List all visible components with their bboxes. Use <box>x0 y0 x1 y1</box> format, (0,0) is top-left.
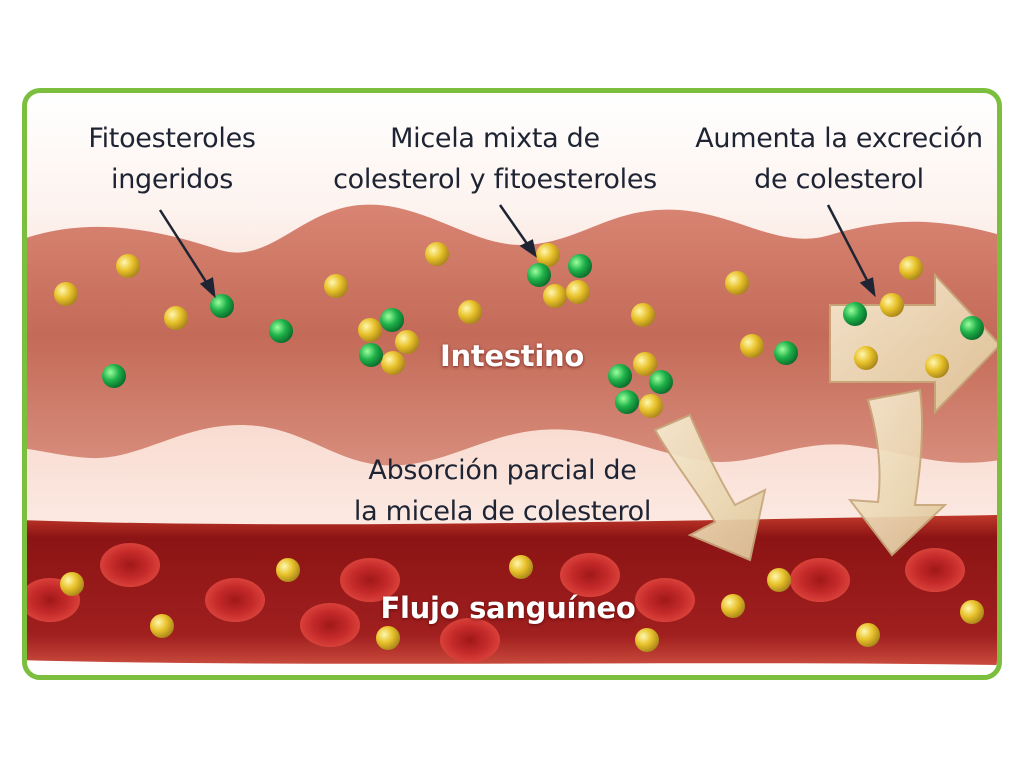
phytosterol-particle <box>568 254 592 278</box>
label-line: la micela de colesterol <box>353 496 652 527</box>
label-partial-absorption: Absorción parcial de la micela de colest… <box>330 450 675 532</box>
cholesterol-particle <box>566 280 590 304</box>
red-blood-cell <box>100 543 160 587</box>
cholesterol-particle <box>324 274 348 298</box>
arrowhead-icon <box>519 239 537 258</box>
label-intestine: Intestino <box>440 339 584 373</box>
excretion-pointer <box>826 204 872 287</box>
cholesterol-particle <box>395 330 419 354</box>
phytosterol-particle <box>774 341 798 365</box>
cholesterol-particle <box>635 628 659 652</box>
red-blood-cell <box>440 618 500 662</box>
label-line: ingeridos <box>111 164 233 195</box>
sterol-particles <box>54 242 984 652</box>
red-blood-cell <box>905 548 965 592</box>
phytosterol-particle <box>527 263 551 287</box>
phytosterol-particle <box>843 302 867 326</box>
label-ingested-phytosterols: Fitoesteroles ingeridos <box>72 118 272 200</box>
cholesterol-particle <box>899 256 923 280</box>
phytosterol-particle <box>960 316 984 340</box>
absorption-arrow <box>653 413 767 562</box>
red-blood-cell <box>205 578 265 622</box>
cholesterol-particle <box>925 354 949 378</box>
ingested-pointer <box>158 209 212 289</box>
arrowhead-icon <box>859 277 876 298</box>
cholesterol-particle <box>543 284 567 308</box>
cholesterol-particle <box>509 555 533 579</box>
cholesterol-particle <box>381 351 405 375</box>
cholesterol-particle <box>725 271 749 295</box>
cholesterol-particle <box>631 303 655 327</box>
red-blood-cell <box>560 553 620 597</box>
cholesterol-particle <box>150 614 174 638</box>
red-blood-cell <box>790 558 850 602</box>
excretion-arrow <box>829 272 997 415</box>
phytosterol-particle <box>102 364 126 388</box>
phytosterol-particle <box>649 370 673 394</box>
arrowhead-icon <box>199 277 216 299</box>
blood-vessel <box>27 515 997 665</box>
pointer-arrows <box>158 204 876 299</box>
cholesterol-particle <box>276 558 300 582</box>
cholesterol-particle <box>425 242 449 266</box>
cholesterol-particle <box>721 594 745 618</box>
cholesterol-particle <box>854 346 878 370</box>
cholesterol-particle <box>633 352 657 376</box>
label-line: Fitoesteroles <box>88 123 256 154</box>
cholesterol-particle <box>740 334 764 358</box>
intestine <box>27 204 997 466</box>
label-mixed-micelle: Micela mixta de colesterol y fitoesterol… <box>315 118 675 200</box>
phytosterol-particle <box>269 319 293 343</box>
cholesterol-particle <box>376 626 400 650</box>
cholesterol-particle <box>880 293 904 317</box>
red-blood-cell <box>635 578 695 622</box>
cholesterol-particle <box>164 306 188 330</box>
red-blood-cell <box>300 603 360 647</box>
label-excretion: Aumenta la excreción de colesterol <box>680 118 998 200</box>
label-line: Absorción parcial de <box>368 455 637 486</box>
flow-arrows <box>653 272 997 562</box>
red-blood-cell <box>340 558 400 602</box>
cholesterol-particle <box>536 243 560 267</box>
label-line: Micela mixta de <box>390 123 600 154</box>
cholesterol-particle <box>639 394 663 418</box>
cholesterol-particle <box>116 254 140 278</box>
label-line: colesterol y fitoesteroles <box>333 164 657 195</box>
cholesterol-particle <box>767 568 791 592</box>
cholesterol-particle <box>856 623 880 647</box>
excretion-down-arrow <box>847 388 948 557</box>
phytosterol-particle <box>210 294 234 318</box>
phytosterol-particle <box>380 308 404 332</box>
cholesterol-particle <box>54 282 78 306</box>
label-line: Aumenta la excreción <box>695 123 983 154</box>
phytosterol-particle <box>615 390 639 414</box>
label-bloodstream: Flujo sanguíneo <box>380 591 636 625</box>
phytosterol-particle <box>608 364 632 388</box>
phytosterol-particle <box>359 343 383 367</box>
label-line: de colesterol <box>754 164 924 195</box>
cholesterol-particle <box>960 600 984 624</box>
micelle-pointer <box>498 204 532 249</box>
cholesterol-particle <box>358 318 382 342</box>
cholesterol-particle <box>60 572 84 596</box>
cholesterol-particle <box>458 300 482 324</box>
